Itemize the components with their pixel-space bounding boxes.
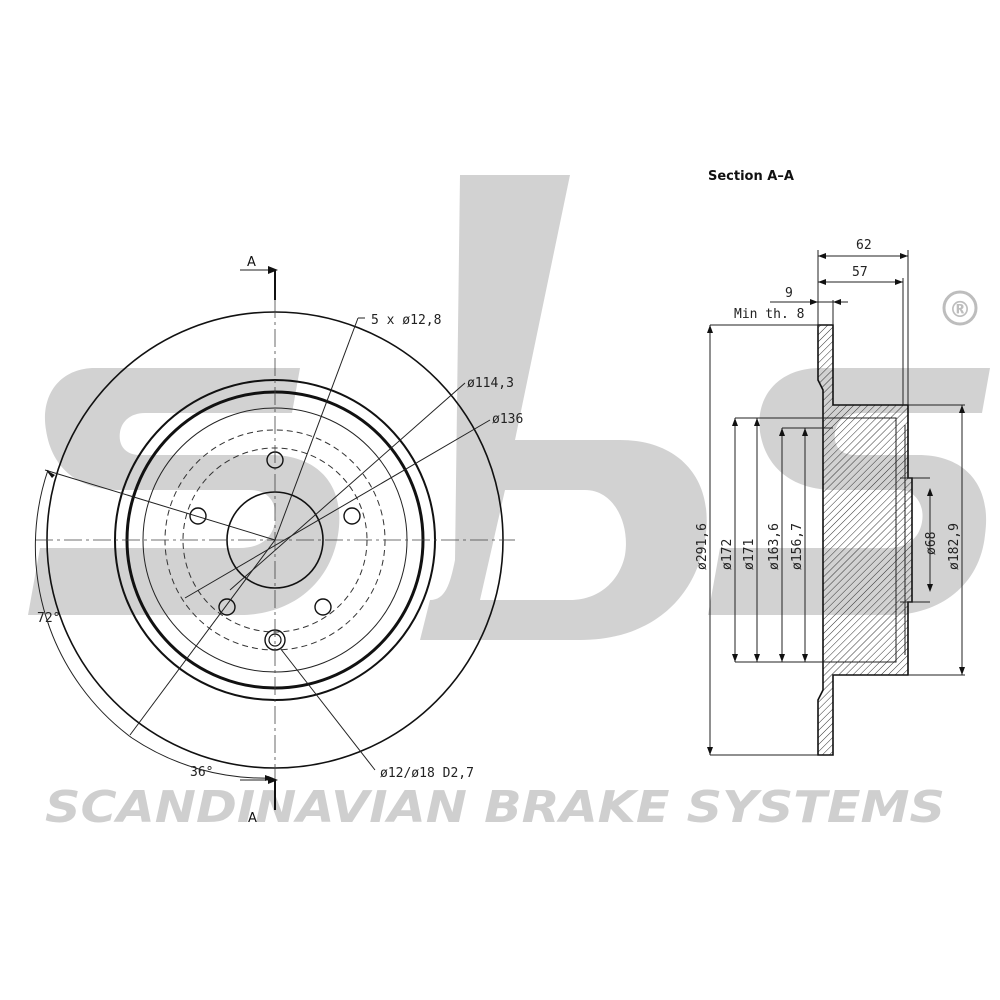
hub-diameter-label: ø136 bbox=[492, 412, 523, 427]
bolt-holes-label: 5 x ø12,8 bbox=[371, 313, 441, 328]
diameter-163-label: ø163,6 bbox=[767, 523, 782, 570]
disc-section-view bbox=[707, 250, 965, 756]
diameter-68-label: ø68 bbox=[924, 532, 939, 555]
angle-outer-label: 72° bbox=[37, 611, 60, 626]
angle-inner-label: 36° bbox=[190, 765, 213, 780]
hat-height-label: 57 bbox=[852, 265, 868, 280]
diameter-172-label: ø172 bbox=[720, 539, 735, 570]
section-marker-bottom: A bbox=[248, 811, 257, 826]
brand-tagline: SCANDINAVIAN BRAKE SYSTEMS bbox=[45, 782, 945, 833]
pcd-label: ø114,3 bbox=[467, 376, 514, 391]
registered-mark-icon: ® bbox=[942, 290, 978, 326]
diameter-156-label: ø156,7 bbox=[790, 523, 805, 570]
disc-front-view bbox=[34, 266, 515, 810]
diameter-291-label: ø291,6 bbox=[695, 523, 710, 570]
section-marker-top: A bbox=[247, 255, 256, 270]
section-title: Section A–A bbox=[708, 169, 794, 184]
diameter-171-label: ø171 bbox=[742, 539, 757, 570]
thickness-label: 9 bbox=[785, 286, 793, 301]
diameter-182-label: ø182,9 bbox=[947, 523, 962, 570]
min-thickness-label: Min th. 8 bbox=[734, 307, 804, 322]
hole-spec-label: ø12/ø18 D2,7 bbox=[380, 766, 474, 781]
total-height-label: 62 bbox=[856, 238, 872, 253]
svg-text:®: ® bbox=[949, 298, 971, 323]
